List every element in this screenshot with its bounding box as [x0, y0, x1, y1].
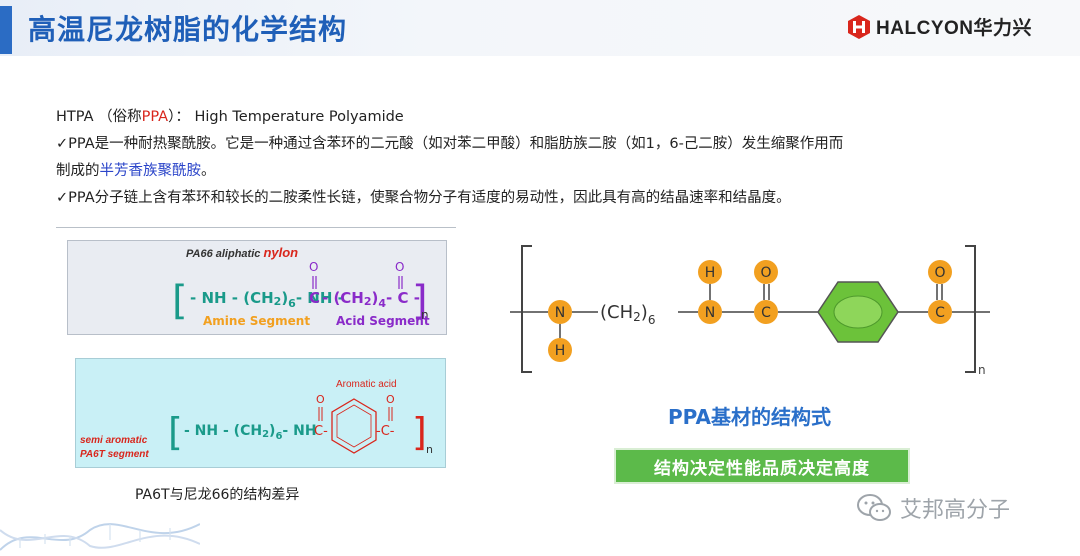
- pa66-formula-svg: [ - NH - (CH2)6- NH - C O - (CH2)4- C - …: [172, 260, 430, 328]
- atom-o-2: [928, 260, 952, 284]
- section-divider: [56, 227, 456, 228]
- title-accent-bar: [0, 6, 12, 54]
- intro-line3-prefix: 制成的: [56, 163, 100, 179]
- nylon-label: nylon: [263, 245, 299, 260]
- watermark: 艾邦高分子: [856, 492, 1010, 524]
- pa6t-label-line2: PA6T segment: [80, 449, 149, 460]
- pa6t-subscript-n: n: [426, 443, 433, 456]
- ppa-structure-diagram: n N H (CH2)6 H N O C O C: [510, 245, 990, 377]
- atom-n-2: [698, 300, 722, 324]
- svg-text:H: H: [555, 343, 566, 359]
- acid-segment-label: Acid Segment: [336, 314, 430, 328]
- pa6t-oxygen-1: O: [316, 393, 325, 406]
- benzene-ring-icon: [331, 398, 377, 454]
- ppa-bracket-right: [965, 245, 976, 373]
- pa66-amine-formula: - NH - (CH2)6- NH -: [190, 289, 344, 310]
- atom-h-2: [698, 260, 722, 284]
- aromatic-acid-label: Aromatic acid: [336, 379, 397, 390]
- slogan-banner: 结构决定性能品质决定高度: [614, 448, 910, 484]
- svg-text:C: C: [935, 305, 945, 321]
- pa6t-carbonyl-left: C-: [314, 424, 328, 439]
- pa6t-bracket-close: ]: [412, 410, 427, 454]
- pa66-bracket-open: [: [172, 278, 188, 324]
- svg-text:N: N: [555, 305, 565, 321]
- pa6t-structure-box: semi aromatic PA6T segment Aromatic acid…: [75, 358, 446, 468]
- ppa-bracket-left: [521, 245, 532, 373]
- intro-text: HTPA （俗称PPA）： High Temperature Polyamide…: [56, 104, 1016, 212]
- intro-ppa-term: PPA: [141, 109, 169, 125]
- pa66-bracket-close: ]: [412, 278, 428, 324]
- pa66-label: PA66 aliphatic nylon: [186, 245, 299, 260]
- svg-text:O: O: [760, 265, 771, 281]
- logo-text: HALCYON华力兴: [876, 18, 1032, 39]
- halcyon-mark-icon: [848, 14, 871, 39]
- ppa-structure-heading: PPA基材的结构式: [668, 405, 831, 429]
- pa6t-formula-svg: semi aromatic PA6T segment Aromatic acid…: [80, 379, 433, 460]
- atom-n-1: [548, 300, 572, 324]
- pa66-oxygen-1: O: [309, 260, 318, 274]
- pa66-subscript-n: n: [421, 308, 429, 322]
- svg-text:C: C: [761, 305, 771, 321]
- intro-line-4: ✓PPA分子链上含有苯环和较长的二胺柔性长链，使聚合物分子有适度的易动性，因此具…: [56, 190, 791, 206]
- intro-line1-suffix: ）： High Temperature Polyamide: [168, 109, 404, 125]
- intro-line-3: 制成的半芳香族聚酰胺。: [56, 158, 1016, 185]
- svg-text:O: O: [934, 265, 945, 281]
- pa6t-label-line1: semi aromatic: [80, 435, 148, 446]
- atom-c-1: [754, 300, 778, 324]
- pa6t-carbonyl-right: -C-: [376, 424, 395, 439]
- dna-decoration-icon: [0, 523, 200, 551]
- pa66-structure-box: PA66 aliphatic nylon [ - NH - (CH2)6- NH…: [67, 240, 447, 335]
- watermark-text: 艾邦高分子: [900, 498, 1011, 523]
- svg-text:H: H: [705, 265, 716, 281]
- atom-h-1: [548, 338, 572, 362]
- pa66-acid-formula: - (CH2)4- C -: [322, 289, 420, 310]
- ppa-subscript-n: n: [978, 363, 986, 377]
- title-bar: 高温尼龙树脂的化学结构 HALCYON华力兴: [0, 0, 1080, 56]
- pa6t-oxygen-2: O: [386, 393, 395, 406]
- pa6t-bracket-open: [: [168, 410, 183, 454]
- intro-highlight-term: 半芳香族聚酰胺: [99, 163, 202, 179]
- page-title: 高温尼龙树脂的化学结构: [28, 13, 348, 46]
- amine-segment-label: Amine Segment: [203, 314, 310, 328]
- svg-text:N: N: [705, 305, 715, 321]
- intro-line3-suffix: 。: [201, 163, 216, 179]
- intro-line-1: HTPA （俗称PPA）： High Temperature Polyamide: [56, 104, 1016, 131]
- pa6t-amine-formula: - NH - (CH2)6- NH: [184, 423, 317, 442]
- intro-line1-prefix: HTPA （俗称: [56, 109, 142, 125]
- atom-o-1: [754, 260, 778, 284]
- pa66-carbonyl-c: C: [309, 289, 320, 307]
- wechat-icon: [857, 494, 891, 521]
- halcyon-logo: HALCYON华力兴: [846, 13, 1032, 40]
- ppa-methylene-chain: (CH2)6: [600, 302, 655, 327]
- structure-caption: PA6T与尼龙66的结构差异: [135, 487, 300, 503]
- atom-c-2: [928, 300, 952, 324]
- intro-line-2: ✓PPA是一种耐热聚酰胺。它是一种通过含苯环的二元酸（如对苯二甲酸）和脂肪族二胺…: [56, 136, 844, 152]
- pa66-oxygen-2: O: [395, 260, 404, 274]
